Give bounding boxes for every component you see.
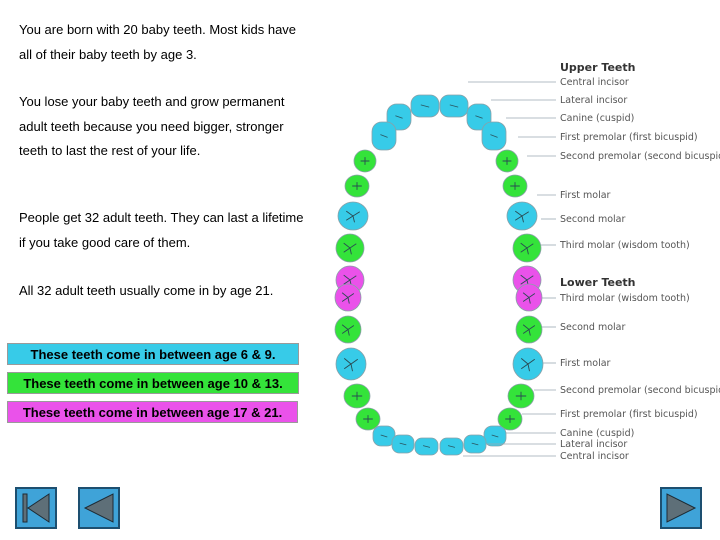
upper-label-7: Second molar — [560, 214, 626, 225]
lower-right-second-premolar — [344, 384, 370, 408]
lower-label-3: First molar — [560, 358, 611, 369]
upper-left-second-molar — [513, 234, 541, 262]
lower-label-1: Third molar (wisdom tooth) — [559, 293, 690, 304]
upper-left-central-incisor — [440, 95, 468, 117]
upper-right-second-molar — [336, 234, 364, 262]
intro-text-adult-teeth: People get 32 adult teeth. They can last… — [19, 206, 304, 255]
legend-age-6-9: These teeth come in between age 6 & 9. — [7, 343, 299, 365]
upper-label-3: Canine (cuspid) — [560, 113, 634, 124]
upper-teeth-title: Upper Teeth — [560, 61, 635, 74]
lower-label-7: Lateral incisor — [560, 439, 627, 450]
upper-label-1: Central incisor — [560, 77, 629, 88]
previous-slide-button[interactable] — [78, 487, 120, 529]
intro-text-baby-teeth: You are born with 20 baby teeth. Most ki… — [19, 18, 304, 67]
skip-to-start-icon — [17, 489, 55, 527]
legend-age-17-21: These teeth come in between age 17 & 21. — [7, 401, 298, 423]
upper-label-2: Lateral incisor — [560, 95, 627, 106]
lower-right-second-molar — [335, 316, 361, 343]
upper-left-first-molar — [507, 202, 537, 230]
lower-left-canine — [484, 426, 506, 446]
next-slide-button[interactable] — [660, 487, 702, 529]
intro-text-age-21: All 32 adult teeth usually come in by ag… — [19, 279, 304, 304]
lower-right-first-premolar — [356, 408, 380, 430]
upper-right-first-molar — [338, 202, 368, 230]
lower-right-first-molar — [336, 348, 366, 380]
back-arrow-icon — [80, 489, 118, 527]
lower-right-third-molar — [335, 284, 361, 311]
upper-label-6: First molar — [560, 190, 611, 201]
upper-left-second-premolar — [503, 175, 527, 197]
lower-label-8: Central incisor — [560, 451, 629, 462]
lower-left-lateral-incisor — [464, 435, 486, 453]
lower-left-first-molar — [513, 348, 543, 380]
lower-left-second-premolar — [508, 384, 534, 408]
lower-right-lateral-incisor — [392, 435, 414, 453]
first-slide-button[interactable] — [15, 487, 57, 529]
lower-left-central-incisor — [440, 438, 463, 455]
upper-left-canine — [482, 122, 506, 150]
lower-label-4: Second premolar (second bicuspid) — [560, 385, 720, 396]
upper-label-8: Third molar (wisdom tooth) — [559, 240, 690, 251]
legend-age-10-13: These teeth come in between age 10 & 13. — [7, 372, 299, 394]
intro-text-permanent-teeth: You lose your baby teeth and grow perman… — [19, 90, 304, 164]
lower-left-second-molar — [516, 316, 542, 343]
lower-teeth-title: Lower Teeth — [560, 276, 636, 289]
lower-left-third-molar — [516, 284, 542, 311]
upper-right-canine — [372, 122, 396, 150]
upper-right-central-incisor — [411, 95, 439, 117]
upper-label-5: Second premolar (second bicuspid) — [560, 151, 720, 162]
upper-label-4: First premolar (first bicuspid) — [560, 132, 698, 143]
lower-label-5: First premolar (first bicuspid) — [560, 409, 698, 420]
forward-arrow-icon — [662, 489, 700, 527]
lower-label-6: Canine (cuspid) — [560, 428, 634, 439]
lower-label-2: Second molar — [560, 322, 626, 333]
upper-right-first-premolar — [354, 150, 376, 172]
lower-right-central-incisor — [415, 438, 438, 455]
upper-right-second-premolar — [345, 175, 369, 197]
upper-left-first-premolar — [496, 150, 518, 172]
